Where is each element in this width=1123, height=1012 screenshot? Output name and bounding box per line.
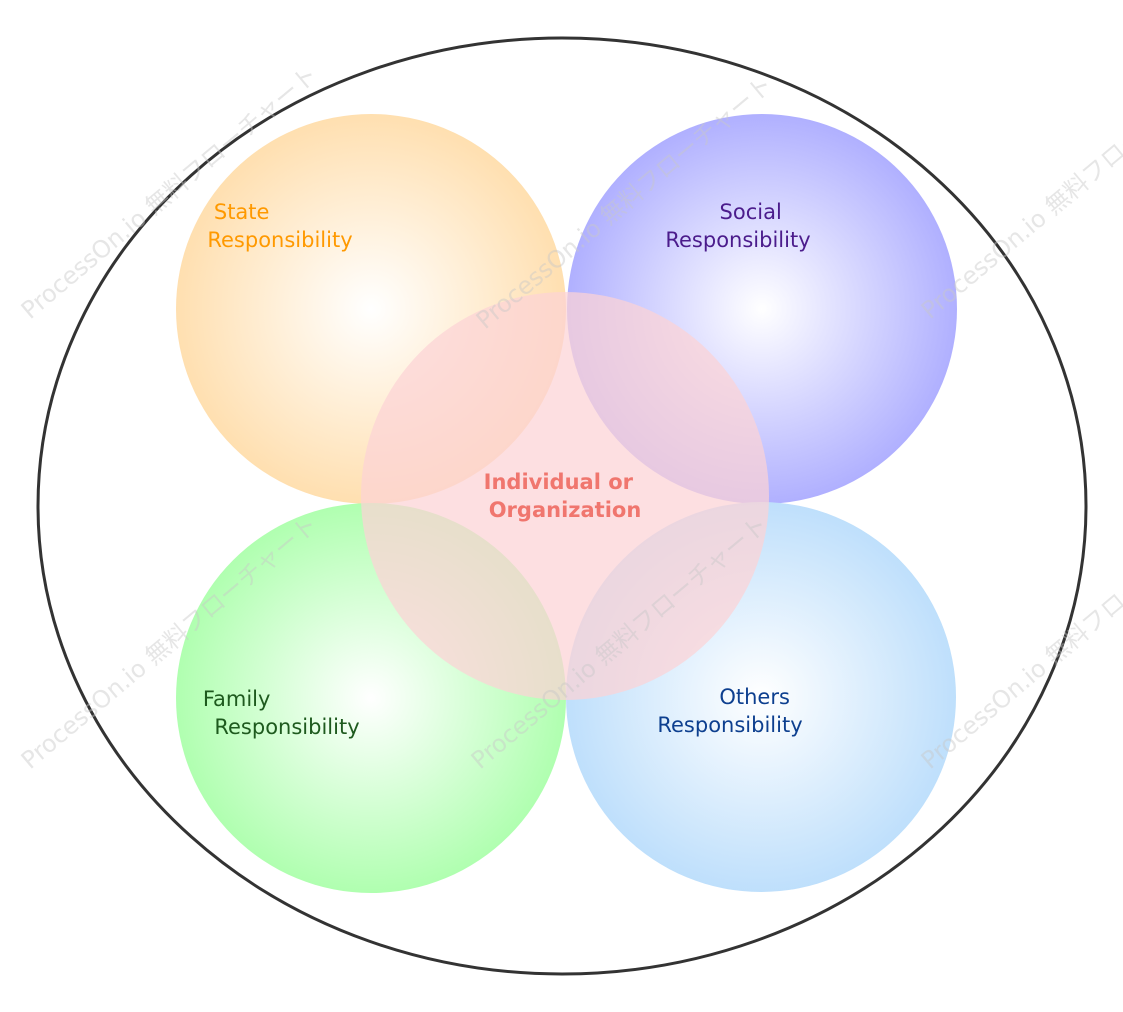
social-responsibility-label: Social Responsibility (665, 200, 810, 252)
others-responsibility-label: Others Responsibility (657, 685, 802, 737)
watermark: ProcessOn.io 無料フローチャート (916, 60, 1123, 324)
individual-organization-label: Individual or Organization (484, 470, 642, 522)
individual-organization-circle[interactable] (361, 292, 769, 700)
family-responsibility-label: Family Responsibility (203, 687, 360, 739)
outer-boundary-ellipse (36, 36, 1088, 976)
state-responsibility-label: State Responsibility (207, 200, 352, 252)
